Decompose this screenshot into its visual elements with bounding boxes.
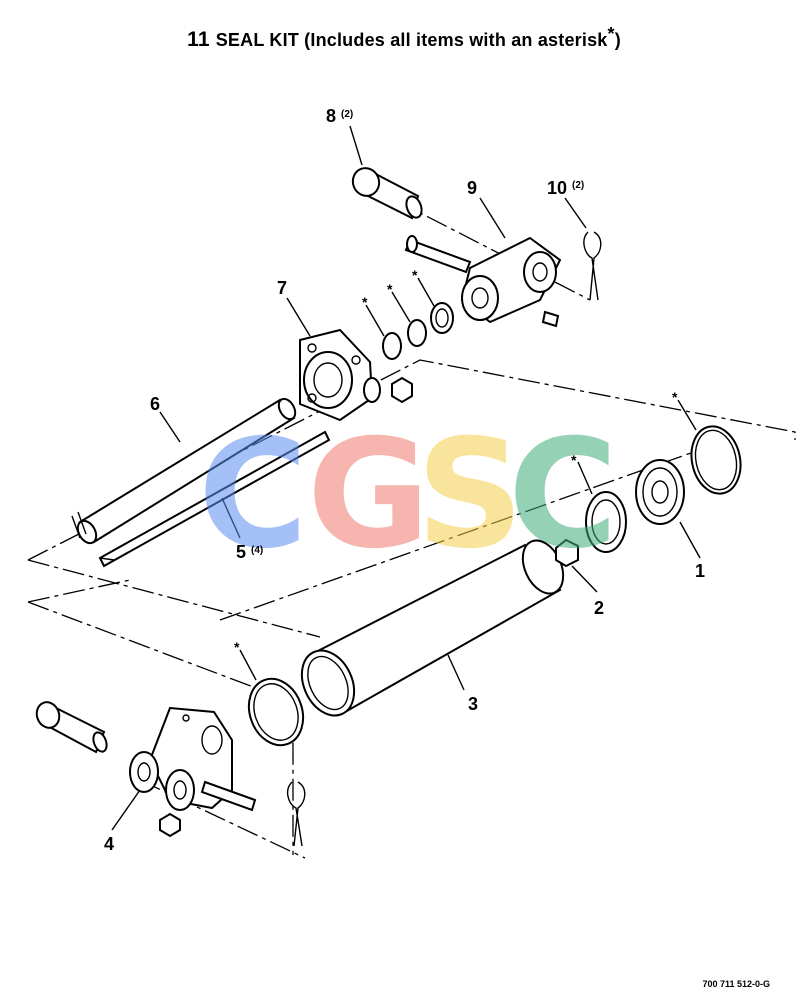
- title-asterisk: *: [607, 24, 615, 44]
- callout-10: 10: [547, 178, 567, 198]
- callout-1: 1: [695, 561, 705, 581]
- tie-rod: [98, 430, 331, 568]
- asterisk-o-ring-right: *: [672, 389, 678, 405]
- clevis-pin-lower: [35, 701, 108, 754]
- callout-7: 7: [277, 278, 287, 298]
- callout-8-qty: (2): [341, 109, 353, 120]
- tie-rod-nut-upper: [391, 376, 413, 404]
- base-clevis: [129, 706, 257, 838]
- callout-9: 9: [467, 178, 477, 198]
- piston-seal: [585, 491, 627, 553]
- o-ring-lower: [247, 677, 305, 747]
- asterisk-piston-seal: *: [571, 452, 577, 468]
- callout-8: 8: [326, 106, 336, 126]
- piston-nut: [555, 538, 579, 568]
- cgsc-watermark: C G S C: [198, 408, 618, 582]
- cotter-pin-upper: [583, 231, 602, 301]
- cylinder-head: [299, 328, 381, 422]
- asterisk-o-ring-lower: *: [234, 639, 240, 655]
- callout-5-qty: (4): [251, 545, 263, 556]
- callout-5: 5: [236, 542, 246, 562]
- asterisk-marks: * * * * * *: [234, 267, 678, 655]
- watermark-letter-1: C: [198, 408, 308, 582]
- piston-rod: [71, 397, 297, 545]
- watermark-letter-2: G: [307, 408, 430, 582]
- barrel-tube: [300, 539, 565, 717]
- callouts: 8 (2) 9 10 (2) 7 6 5 (4) 2 1 3 4: [104, 106, 705, 854]
- o-ring-large-right: [690, 425, 742, 495]
- title-close: ): [614, 30, 621, 50]
- callout-2: 2: [594, 598, 604, 618]
- asterisk-seal-2: *: [387, 281, 393, 297]
- watermark-letter-3: S: [416, 408, 524, 582]
- asterisk-seal-1: *: [362, 294, 368, 310]
- clevis-pin-upper: [351, 167, 423, 220]
- upper-seals: [382, 302, 454, 360]
- leader-lines: [111, 125, 701, 831]
- asterisk-seal-3: *: [412, 267, 418, 283]
- callout-10-qty: (2): [572, 180, 584, 191]
- callout-6: 6: [150, 394, 160, 414]
- piston: [635, 459, 685, 525]
- title-item-number: 11: [187, 28, 210, 51]
- drawing-number: 700 711 512-0-G: [702, 979, 770, 989]
- callout-3: 3: [468, 694, 478, 714]
- title-text: SEAL KIT (Includes all items with an ast…: [215, 30, 608, 50]
- callout-4: 4: [104, 834, 114, 854]
- cotter-pin-lower: [286, 781, 306, 847]
- watermark-letter-4: C: [508, 408, 618, 582]
- upper-clevis: [404, 235, 562, 328]
